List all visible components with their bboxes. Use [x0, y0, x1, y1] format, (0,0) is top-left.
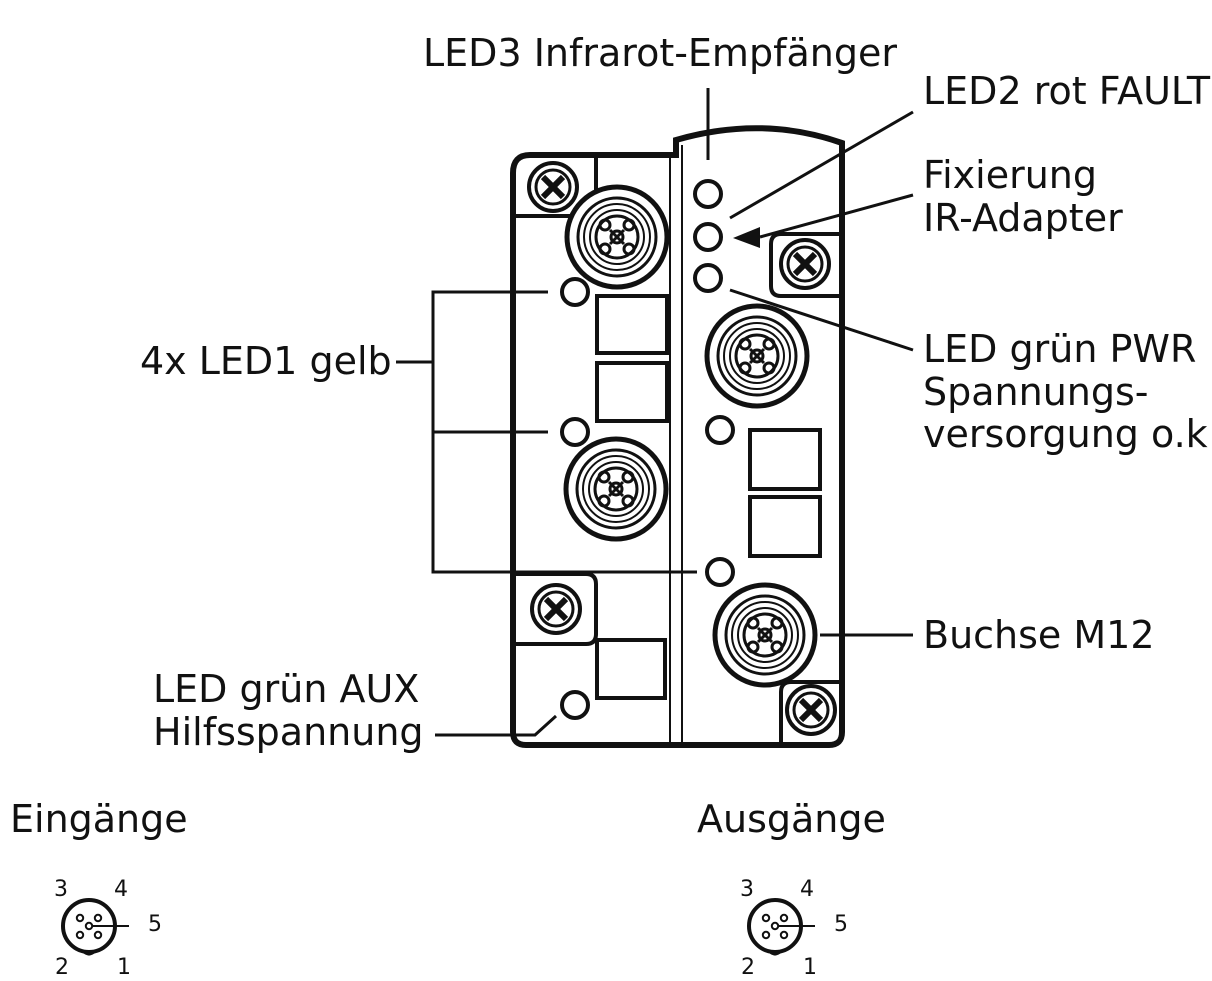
- label-led1: 4x LED1 gelb: [140, 339, 392, 383]
- m12-socket-icon: [707, 306, 807, 406]
- label-aux-line1: LED grün AUX: [153, 667, 420, 711]
- screw-icon: [781, 240, 829, 288]
- label-led2: LED2 rot FAULT: [923, 69, 1211, 113]
- led1-icon: [705, 415, 735, 445]
- input-pin-5: 5: [148, 912, 162, 937]
- label-led3: LED3 Infrarot-Empfänger: [423, 31, 897, 75]
- label-aux: LED grün AUX Hilfsspannung: [153, 668, 424, 753]
- m12-socket-icon: [715, 585, 815, 685]
- label-pwr-line3: versorgung o.k: [923, 412, 1208, 457]
- m12-socket-icon: [567, 187, 667, 287]
- output-pin-4: 4: [800, 877, 814, 902]
- output-pin-3: 3: [740, 877, 754, 902]
- label-fixierung: Fixierung IR-Adapter: [923, 154, 1123, 239]
- output-pin-1: 1: [803, 955, 817, 980]
- section-inputs-title: Eingänge: [10, 797, 188, 841]
- led3-icon: [693, 179, 723, 209]
- fixation-arrow-icon: [733, 227, 760, 248]
- label-buchse: Buchse M12: [923, 613, 1155, 657]
- label-pwr-line1: LED grün PWR: [923, 327, 1197, 371]
- input-pin-1: 1: [117, 955, 131, 980]
- led-aux-icon: [560, 690, 590, 720]
- leds: [560, 179, 735, 720]
- led1-icon: [560, 417, 590, 447]
- input-pin-4: 4: [114, 877, 128, 902]
- led1-icon: [705, 557, 735, 587]
- leader-lines: [396, 88, 914, 737]
- led1-icon: [560, 277, 590, 307]
- screw-icon: [529, 163, 577, 211]
- led-pwr-icon: [693, 263, 723, 293]
- label-fields: [595, 294, 822, 700]
- m12-socket-icon: [566, 439, 666, 539]
- screw-icon: [532, 585, 580, 633]
- section-outputs-title: Ausgänge: [697, 797, 886, 841]
- screw-icon: [787, 686, 835, 734]
- input-pin-3: 3: [54, 877, 68, 902]
- input-pin-connector-icon: [61, 898, 131, 956]
- label-pwr: LED grün PWR Spannungs- versorgung o.k: [923, 328, 1208, 456]
- label-pwr-line2: Spannungs-: [923, 369, 1149, 414]
- label-aux-line2: Hilfsspannung: [153, 709, 424, 754]
- led2-icon: [693, 222, 723, 252]
- input-pin-2: 2: [55, 955, 69, 980]
- output-pin-2: 2: [741, 955, 755, 980]
- label-fixierung-line2: IR-Adapter: [923, 195, 1123, 240]
- output-pin-connector-icon: [747, 898, 817, 956]
- output-pin-5: 5: [834, 912, 848, 937]
- label-fixierung-line1: Fixierung: [923, 153, 1097, 197]
